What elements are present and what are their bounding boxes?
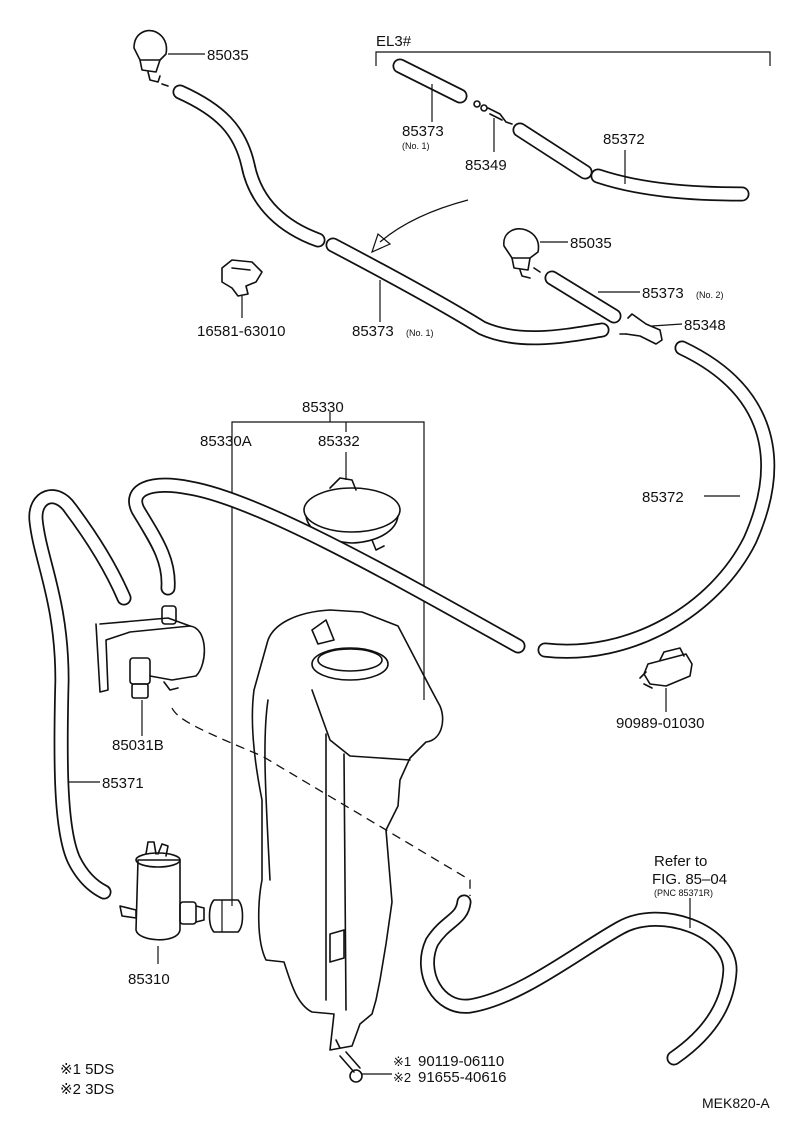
label-clip: 16581-63010 [197,323,285,340]
label-hose-el3-85372: 85372 [603,131,645,148]
washer-hose-long-right[interactable] [537,340,776,659]
note-1: ※1 5DS [60,1061,114,1078]
hose-joint-el3[interactable] [473,100,513,152]
el3-group-bracket [375,51,771,66]
label-joint-el3: 85349 [465,157,507,174]
label-tank-sub: 85330A [200,433,252,450]
washer-hose-main-no1[interactable] [172,84,610,346]
label-hose-el3-no1-note: (No. 1) [402,141,430,151]
label-hose-main-no1-note: (No. 1) [406,328,434,338]
label-bolt-2: 91655-40616 [418,1069,506,1086]
washer-hose-el3-no1[interactable] [392,58,468,122]
label-bolt-mark-2: ※2 [393,1070,411,1085]
label-bolt-mark-1: ※1 [393,1054,411,1069]
label-bolt-1: 90119-06110 [418,1053,504,1070]
check-valve[interactable] [95,605,206,736]
washer-hose-cross[interactable] [128,477,526,654]
note-2: ※2 3DS [60,1081,114,1098]
washer-hose-85371[interactable] [28,489,132,900]
hose-joint-85348[interactable] [619,313,683,345]
washer-nozzle-left[interactable] [133,29,205,87]
hose-clip[interactable] [221,259,263,318]
mounting-bolt[interactable] [339,1051,392,1083]
label-tank-assy: 85330 [302,399,344,416]
label-hose-85371: 85371 [102,775,144,792]
label-hose-main-no1: 85373 [352,323,394,340]
washer-hose-refer[interactable] [420,894,738,1066]
label-hose-long-right: 85372 [642,489,684,506]
electrical-connector[interactable] [639,647,693,712]
label-cap: 85332 [318,433,360,450]
label-valve: 85031B [112,737,164,754]
label-refer-line2: FIG. 85–04 [652,871,727,888]
label-connector: 90989-01030 [616,715,704,732]
label-refer-line1: Refer to [654,853,707,870]
washer-pump[interactable] [119,841,205,964]
relocation-arrow [371,199,469,254]
label-refer-line3: (PNC 85371R) [654,888,713,898]
label-nozzle-left: 85035 [207,47,249,64]
pump-grommet[interactable] [208,899,244,933]
washer-hose-el3-85372[interactable] [512,122,750,202]
label-hose-el3-no1: 85373 [402,123,444,140]
washer-hose-no2[interactable] [544,270,640,324]
figure-code: MEK820-A [702,1095,770,1111]
washer-reservoir-tank[interactable] [251,609,444,1051]
label-el3-group: EL3# [376,33,412,50]
tank-assy-bracket [231,412,425,906]
label-nozzle-right: 85035 [570,235,612,252]
label-hose-no2-note: (No. 2) [696,290,724,300]
guide-line [171,707,471,896]
washer-nozzle-right[interactable] [503,228,568,279]
label-hose-no2: 85373 [642,285,684,302]
label-joint-85348: 85348 [684,317,726,334]
label-pump: 85310 [128,971,170,988]
